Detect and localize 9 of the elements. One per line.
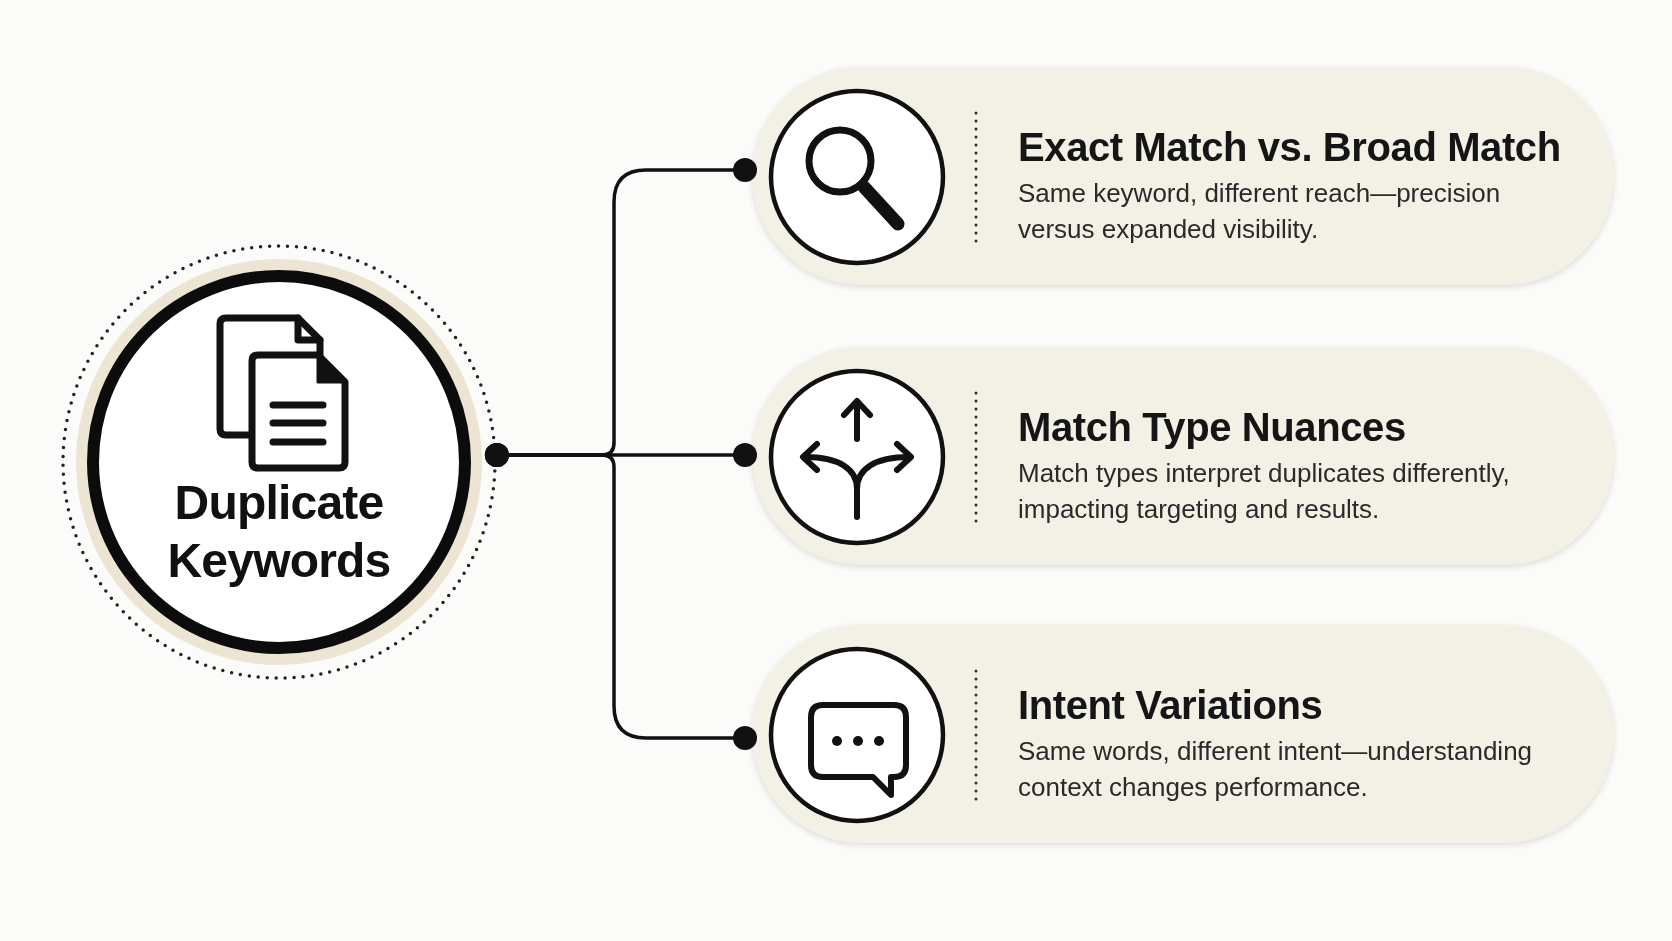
hub-circle: [59, 242, 499, 682]
card-description: Match types interpret duplicates differently, impacting targeting and results.: [1018, 457, 1511, 526]
connector-line: [484, 443, 757, 750]
hub-title: Duplicate Keywords: [166, 475, 392, 589]
card-title: Intent Variations: [1018, 682, 1323, 728]
card-description: Same words, different intent—understanding context changes performance.: [1018, 735, 1534, 804]
card-description: Same keyword, different reach—precision versus expanded visibility.: [1018, 177, 1502, 246]
card-title: Match Type Nuances: [1018, 404, 1406, 450]
card-title: Exact Match vs. Broad Match: [1018, 124, 1561, 170]
